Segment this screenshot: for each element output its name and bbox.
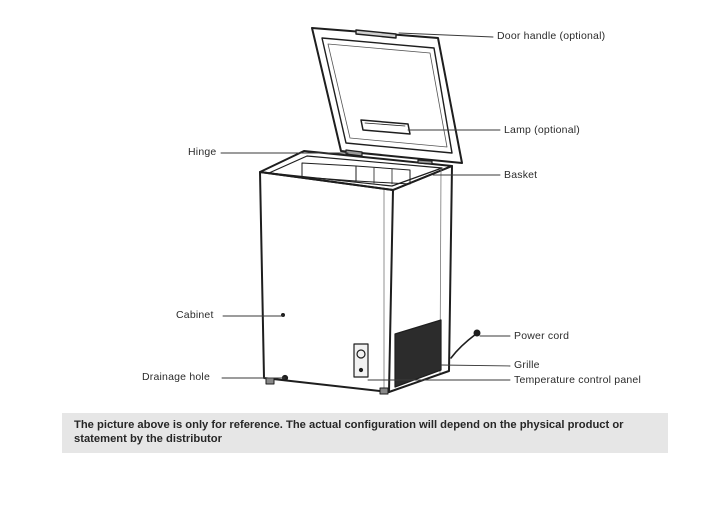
label-temperature-control-panel: Temperature control panel — [514, 374, 641, 386]
label-hinge: Hinge — [188, 146, 217, 158]
power-cord — [450, 333, 477, 359]
cabinet-side — [388, 165, 453, 393]
door-handle — [355, 29, 397, 39]
label-power-cord: Power cord — [514, 330, 570, 342]
grille — [394, 319, 442, 388]
label-lamp: Lamp (optional) — [504, 124, 580, 136]
cabinet-front — [259, 171, 394, 393]
lamp — [360, 119, 411, 135]
label-drainage-hole: Drainage hole — [142, 371, 210, 383]
label-cabinet: Cabinet — [176, 309, 214, 321]
label-door-handle: Door handle (optional) — [497, 30, 606, 42]
label-basket: Basket — [504, 169, 538, 181]
reference-note-box: The picture above is only for reference.… — [62, 413, 668, 453]
lid-inner — [321, 37, 453, 154]
reference-note-text: The picture above is only for reference.… — [74, 419, 624, 445]
label-grille: Grille — [514, 359, 540, 371]
